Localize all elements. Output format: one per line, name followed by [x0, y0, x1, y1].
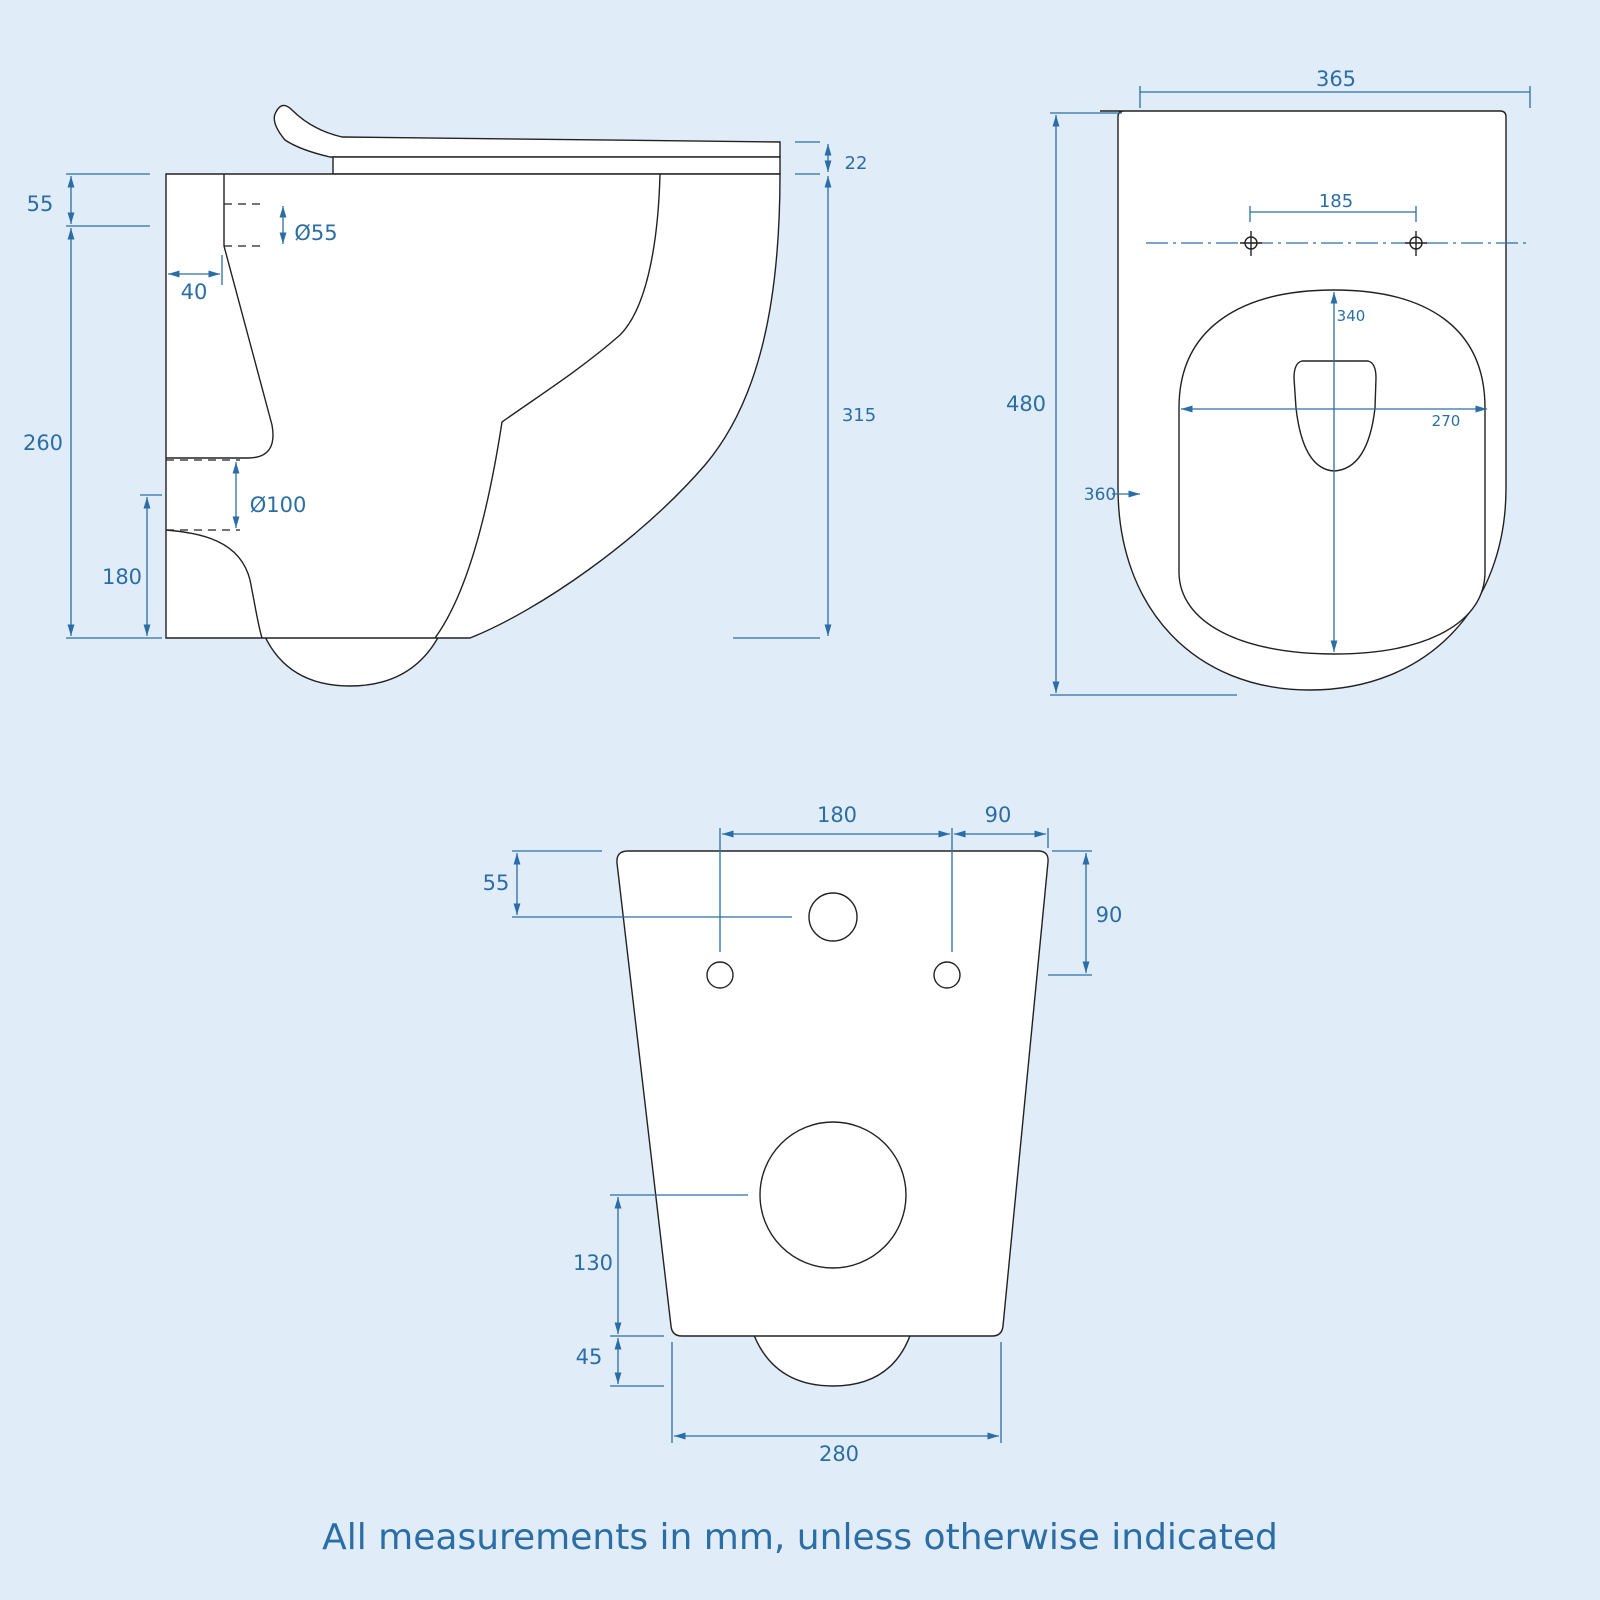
dim-45: 45 [576, 1345, 603, 1369]
dim-90-right: 90 [1096, 903, 1123, 927]
dim-270: 270 [1432, 412, 1461, 430]
footer-note: All measurements in mm, unless otherwise… [322, 1517, 1278, 1558]
dim-315: 315 [842, 405, 876, 426]
dim-480: 480 [1006, 392, 1046, 416]
dim-260: 260 [23, 431, 63, 455]
seat-lid [273, 104, 781, 158]
fixing-hole-left [706, 961, 734, 989]
top-view: 365 480 185 340 270 360 [1006, 67, 1531, 696]
dim-180-back: 180 [817, 803, 857, 827]
dim-130: 130 [573, 1251, 613, 1275]
dim-90-top: 90 [985, 803, 1012, 827]
seat [332, 156, 781, 175]
side-view: 55 260 180 40 Ø55 Ø100 22 315 [23, 104, 876, 687]
dim-22: 22 [845, 153, 868, 174]
pan-bowl-bottom [260, 629, 444, 687]
inlet-hole [808, 892, 858, 942]
dim-outlet-diameter: Ø100 [250, 493, 307, 517]
dim-180: 180 [102, 565, 142, 589]
pan-body [165, 173, 781, 639]
dim-365: 365 [1316, 67, 1356, 91]
dim-340: 340 [1337, 307, 1366, 325]
bowl-bottom-back [751, 1329, 913, 1387]
dim-inlet-diameter: Ø55 [294, 221, 337, 245]
fixing-hole-right [1405, 231, 1427, 256]
dim-185: 185 [1319, 191, 1353, 212]
fixing-hole-left [1240, 231, 1262, 256]
fixing-hole-right [933, 961, 961, 989]
dim-40: 40 [181, 280, 208, 304]
dim-280: 280 [819, 1442, 859, 1466]
outlet-hole [759, 1121, 907, 1269]
dim-55-top: 55 [27, 192, 54, 216]
dim-55-back: 55 [483, 871, 510, 895]
dim-360: 360 [1084, 485, 1116, 505]
seat-outline [1178, 289, 1486, 655]
back-view: 180 90 55 90 130 45 280 [483, 803, 1123, 1466]
